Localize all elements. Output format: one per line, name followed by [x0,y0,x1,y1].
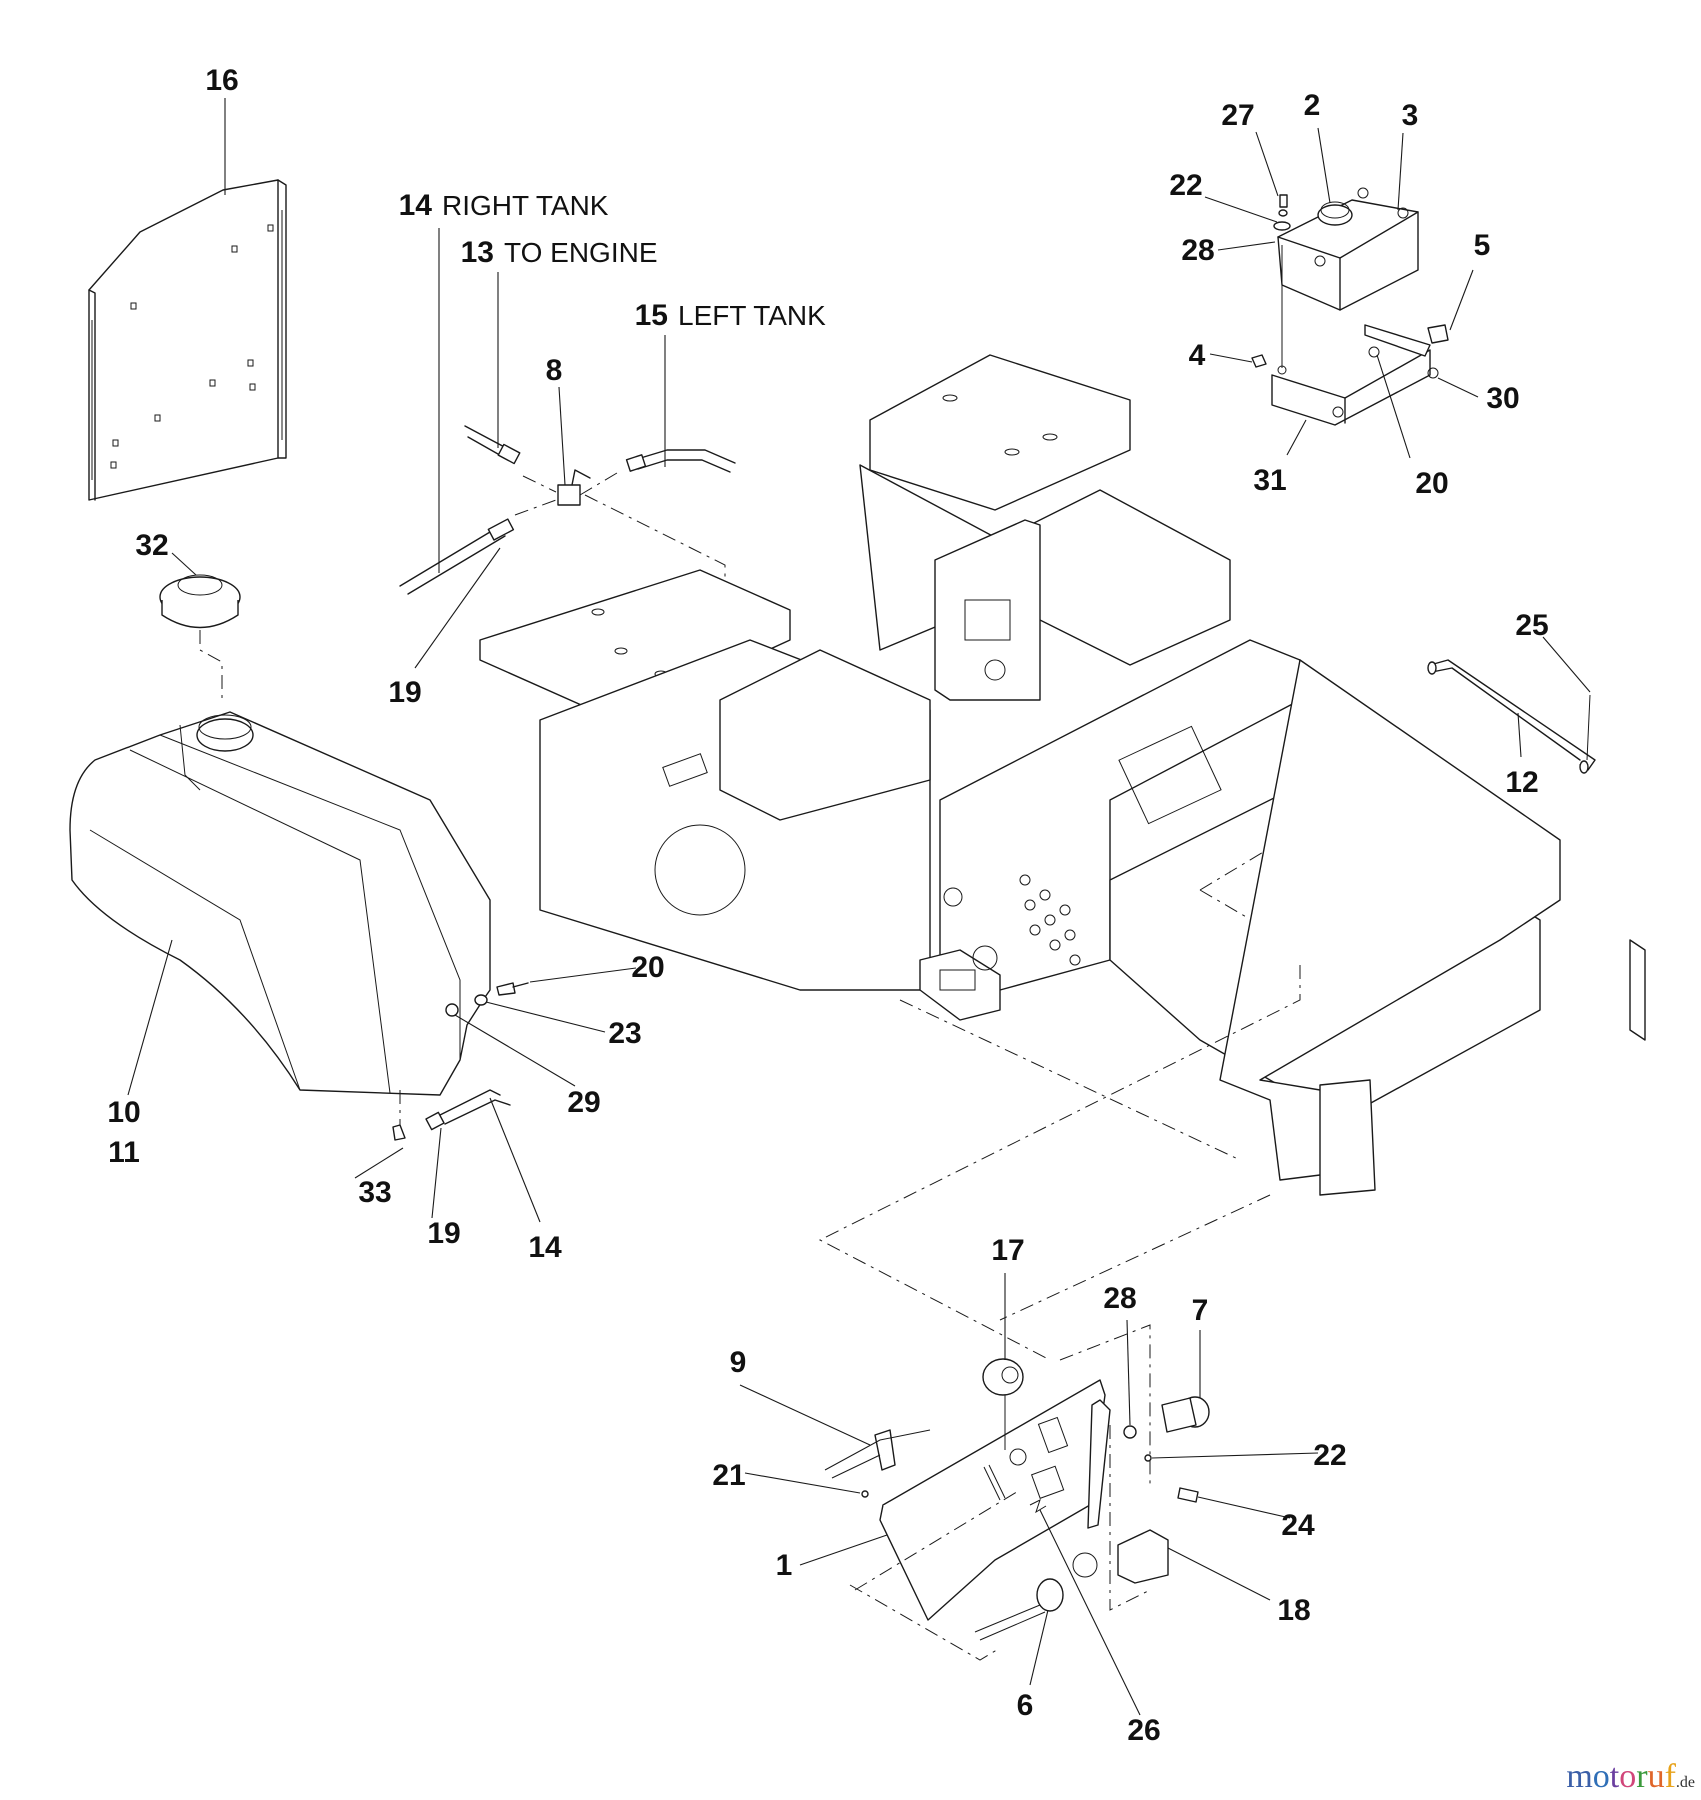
callout-18: 18 [1277,1594,1310,1627]
callout-19: 19 [427,1217,460,1250]
reservoir-assembly [1204,127,1479,459]
callout-25: 25 [1515,609,1548,642]
callout-14: 14 [399,189,433,222]
watermark-letter: r [1636,1758,1648,1795]
callout-21: 21 [712,1459,745,1492]
callout-1: 1 [776,1549,793,1582]
callout-32: 32 [135,529,168,562]
callout-22: 22 [1169,169,1202,202]
watermark-letter: f [1664,1758,1676,1795]
callout-27: 27 [1221,99,1254,132]
watermark-tld: .de [1675,1774,1695,1791]
callout-3: 3 [1402,99,1419,132]
hose-label: TO ENGINE [504,237,658,268]
side-panel-part [88,98,287,501]
callout-4: 4 [1189,339,1206,372]
tank-hardware [354,967,637,1223]
callout-20: 20 [631,951,664,984]
callout-12: 12 [1505,766,1538,799]
callout-28: 28 [1181,234,1214,267]
callout-28: 28 [1103,1282,1136,1315]
watermark-letter: m [1566,1758,1593,1795]
watermark-letter: u [1647,1758,1665,1795]
hose-label: RIGHT TANK [442,190,609,221]
hose-label: LEFT TANK [678,300,826,331]
callout-14: 14 [528,1231,562,1264]
callout-6: 6 [1017,1689,1034,1722]
callout-31: 31 [1253,464,1286,497]
callout-10: 10 [107,1096,140,1129]
rod-part [1427,636,1596,774]
callout-20: 20 [1415,467,1448,500]
callout-29: 29 [567,1086,600,1119]
callout-17: 17 [991,1234,1024,1267]
callout-15: 15 [635,299,668,332]
watermark-letter: o [1619,1758,1637,1795]
callout-13: 13 [461,236,494,269]
callout-5: 5 [1474,229,1491,262]
callout-2: 2 [1304,89,1321,122]
dash-panel-assembly [739,1273,1319,1716]
callout-9: 9 [730,1346,747,1379]
callout-11: 11 [108,1136,140,1169]
callout-16: 16 [205,64,238,97]
watermark-letter: o [1592,1758,1610,1795]
watermark-letter: t [1609,1758,1620,1795]
callout-33: 33 [358,1176,391,1209]
callout-24: 24 [1281,1509,1315,1542]
callout-7: 7 [1192,1294,1209,1327]
callout-22: 22 [1313,1439,1346,1472]
callout-26: 26 [1127,1714,1160,1747]
fuel-tank-part [69,711,491,1096]
callout-8: 8 [546,354,563,387]
chassis-frame [479,354,1646,1361]
callout-30: 30 [1486,382,1519,415]
watermark-logo: motoruf.de [1566,1760,1695,1794]
callout-19: 19 [388,676,421,709]
callout-23: 23 [608,1017,641,1050]
fuel-cap-part [159,552,241,700]
